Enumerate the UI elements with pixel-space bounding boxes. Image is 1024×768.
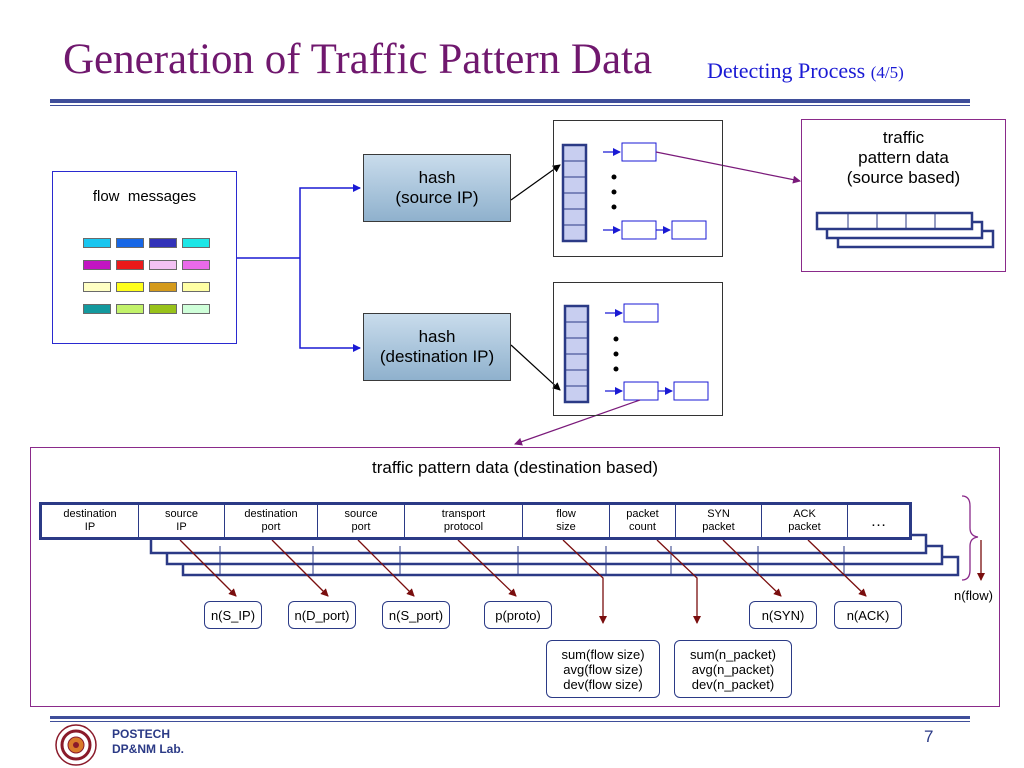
packet-avg: avg(n_packet) — [691, 661, 775, 677]
column-header-line2: port — [261, 521, 281, 533]
func-n-ack: n(ACK) — [834, 601, 902, 629]
traffic-source-line2: pattern data — [858, 148, 949, 167]
packet-sum: sum(n_packet) — [690, 646, 776, 662]
flow-message-cell — [116, 260, 144, 270]
flow-message-cell — [182, 282, 210, 292]
flow-message-cell — [83, 238, 111, 248]
flow-message-cell — [182, 238, 210, 248]
flow-message-cell — [116, 238, 144, 248]
column-header-line1: transport — [441, 508, 486, 520]
column-header-line1: packet — [626, 508, 659, 520]
func-n-syn: n(SYN) — [749, 601, 817, 629]
subtitle-main: Detecting Process — [707, 58, 866, 83]
hash-destination-ip-box: hash (destination IP) — [363, 313, 511, 381]
hash-destination-line1: hash — [418, 327, 456, 346]
func-n-dport: n(D_port) — [288, 601, 356, 629]
hash-destination-line2: (destination IP) — [379, 347, 495, 366]
table-column-header: … — [848, 505, 909, 537]
column-header-line2: IP — [84, 521, 96, 533]
flow-message-cell — [149, 282, 177, 292]
slide-title: Generation of Traffic Pattern Data — [63, 36, 653, 83]
flow-message-cell — [182, 304, 210, 314]
footer-org-name: POSTECH — [112, 727, 171, 741]
column-header-line1: destination — [244, 508, 298, 520]
column-header-line1: source — [164, 508, 199, 520]
flow-message-cell — [182, 260, 210, 270]
column-header-line2: packet — [788, 521, 821, 533]
flow-size-sum: sum(flow size) — [561, 646, 645, 662]
flow-messages-box — [52, 171, 237, 344]
column-header-line1: ACK — [793, 508, 816, 520]
flow-message-cell — [83, 304, 111, 314]
flow-messages-label: flow messages — [92, 188, 197, 205]
column-header-line1: source — [344, 508, 378, 520]
packet-stats-box: sum(n_packet) avg(n_packet) dev(n_packet… — [674, 640, 792, 698]
hash-source-ip-box: hash (source IP) — [363, 154, 511, 222]
flow-message-cell — [149, 304, 177, 314]
column-header-line1: destination — [63, 508, 117, 520]
func-n-sport: n(S_port) — [382, 601, 450, 629]
flow-size-stats-box: sum(flow size) avg(flow size) dev(flow s… — [546, 640, 660, 698]
traffic-pattern-destination-title: traffic pattern data (destination based) — [371, 458, 659, 477]
hash-source-line1: hash — [418, 168, 456, 187]
flow-size-dev: dev(flow size) — [563, 676, 643, 692]
flow-message-cell — [116, 304, 144, 314]
footer-rule — [50, 716, 970, 719]
column-header-line2: packet — [702, 521, 735, 533]
flow-size-avg: avg(flow size) — [563, 661, 643, 677]
column-header-line2: port — [351, 521, 371, 533]
packet-dev: dev(n_packet) — [691, 676, 775, 692]
footer-org: POSTECH DP&NM Lab. — [112, 727, 184, 757]
footer-rule-thin — [50, 721, 970, 722]
flow-message-cell — [83, 282, 111, 292]
traffic-source-line3: (source based) — [846, 168, 961, 187]
flow-message-cell — [116, 282, 144, 292]
page-number: 7 — [924, 727, 934, 746]
column-header-line2: IP — [176, 521, 187, 533]
traffic-source-line1: traffic — [882, 128, 925, 147]
column-header-line1: flow — [556, 508, 576, 520]
flow-message-cell — [149, 238, 177, 248]
flow-message-cell — [83, 260, 111, 270]
traffic-pattern-source-box — [801, 119, 1006, 272]
slide-subtitle: Detecting Process (4/5) — [707, 60, 904, 82]
column-header-line1: … — [870, 512, 887, 530]
title-rule-thin — [50, 105, 970, 106]
destination-hash-table-panel — [553, 282, 723, 416]
hash-source-line2: (source IP) — [395, 188, 479, 207]
traffic-pattern-source-label: traffic pattern data (source based) — [801, 128, 1006, 188]
source-hash-table-panel — [553, 120, 723, 257]
footer-lab-name: DP&NM Lab. — [112, 742, 184, 756]
column-header-line2: count — [629, 521, 656, 533]
column-header-line2: size — [556, 521, 576, 533]
title-rule — [50, 99, 970, 103]
subtitle-step: (4/5) — [870, 63, 904, 82]
flow-message-cell — [149, 260, 177, 270]
func-n-sip: n(S_IP) — [204, 601, 262, 629]
postech-logo-icon — [55, 724, 97, 766]
column-header-line2: protocol — [443, 521, 484, 533]
column-header-line1: SYN — [707, 508, 730, 520]
func-p-proto: p(proto) — [484, 601, 552, 629]
traffic-pattern-destination-box — [30, 447, 1000, 707]
n-flow-label: n(flow) — [954, 588, 994, 603]
